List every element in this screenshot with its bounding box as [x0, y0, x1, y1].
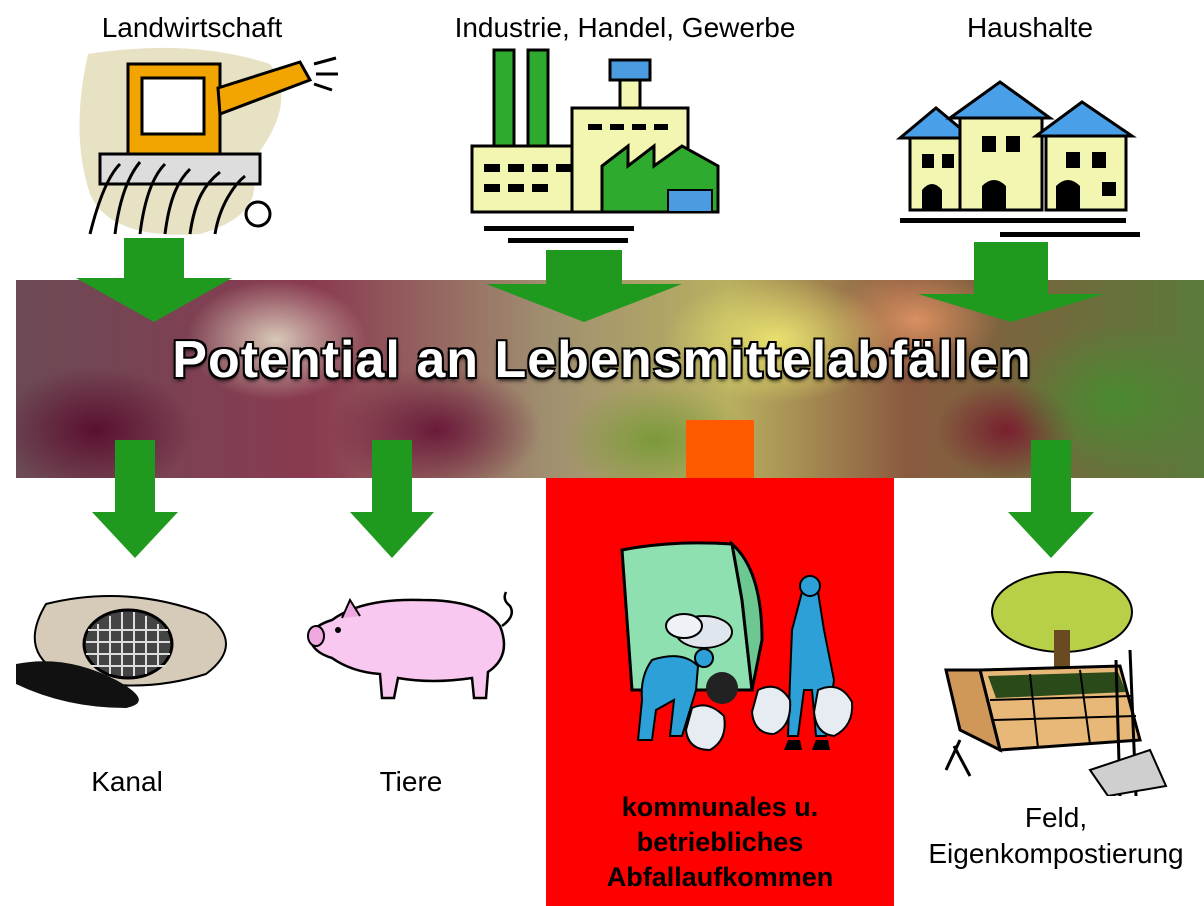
arrow-down-feld: [1008, 440, 1094, 558]
abfall-line-3: Abfallaufkommen: [606, 862, 834, 893]
source-label-industrie: Industrie, Handel, Gewerbe: [454, 12, 796, 43]
compost-bin-icon: [944, 571, 1168, 796]
harvester-icon: [79, 47, 338, 235]
abfall-line-1: kommunales u.: [621, 792, 819, 822]
feld-line-1: Feld,: [1024, 802, 1088, 833]
arrow-down-kanal: [92, 440, 178, 558]
arrow-down-haushalte: [918, 242, 1104, 322]
arrow-down-industrie: [486, 250, 682, 322]
source-label-haushalte: Haushalte: [966, 12, 1094, 43]
houses-icon: [896, 80, 1140, 237]
arrow-down-landwirtschaft: [76, 238, 232, 322]
destination-label-abfallaufkommen: kommunales u. betriebliches Abfallaufkom…: [546, 790, 894, 895]
destination-label-feld: Feld, Eigenkompostierung: [908, 800, 1204, 873]
source-label-landwirtschaft: Landwirtschaft: [101, 12, 283, 43]
garbage-truck-workers-icon: [620, 540, 854, 752]
pig-icon: [307, 591, 513, 700]
arrow-down-tiere: [350, 440, 434, 558]
abfall-line-2: betriebliches: [636, 827, 804, 858]
connector-block: [686, 420, 754, 478]
sewer-pipe-icon: [16, 595, 227, 708]
destination-label-tiere: Tiere: [379, 766, 443, 797]
banner-title: Potential an Lebensmittelabfällen: [172, 331, 1032, 389]
factory-icon: [470, 48, 720, 243]
destination-label-kanal: Kanal: [91, 766, 163, 797]
feld-line-2: Eigenkompostierung: [928, 838, 1184, 870]
